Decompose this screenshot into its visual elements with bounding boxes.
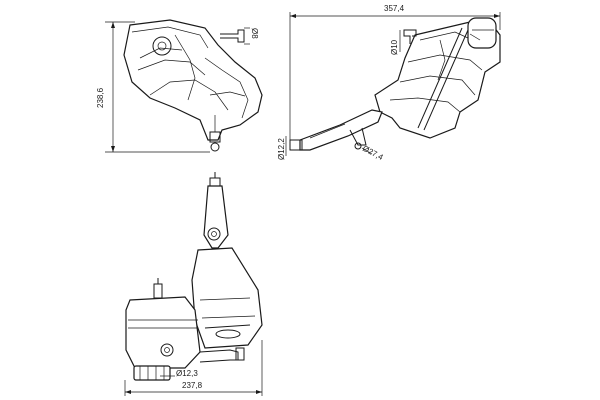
front-view: 237,8 Ø12,3 (124, 172, 263, 396)
dim-length: 357,4 (384, 4, 405, 13)
side-view: 357,4 Ø12,2 Ø27,4 Ø10 (277, 4, 501, 162)
dim-width: 237,8 (182, 381, 203, 390)
dim-port-left: Ø12,2 (277, 138, 286, 160)
dim-port-front: Ø12,3 (176, 369, 198, 378)
dim-height: 238,6 (96, 87, 105, 108)
top-view: 238,6 Ø8 (96, 19, 263, 153)
dim-port-bottom: Ø27,4 (361, 144, 385, 162)
dim-port-top-right: Ø10 (390, 39, 399, 55)
dim-port-top-left: Ø8 (250, 28, 259, 39)
